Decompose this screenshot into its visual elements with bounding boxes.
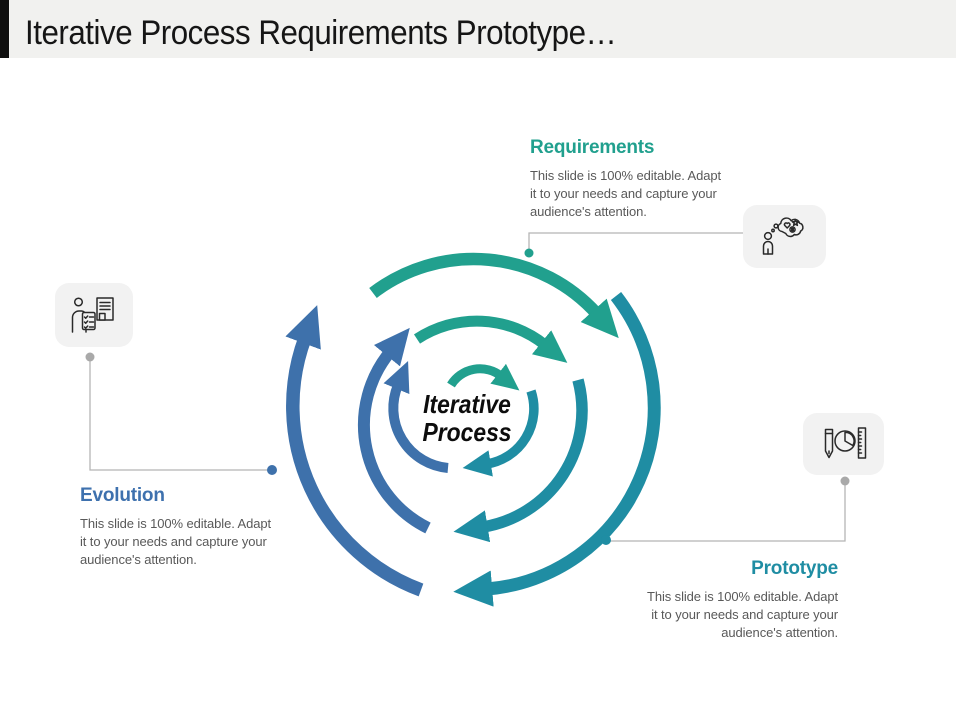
prototype-anchor-dot (601, 535, 611, 545)
person-thought-bubble-icon (762, 216, 804, 255)
person-checklist-document-icon (71, 297, 114, 333)
requirements-section: Requirements This slide is 100% editable… (530, 137, 760, 221)
evolution-section: Evolution This slide is 100% editable. A… (80, 485, 310, 569)
requirements-body: This slide is 100% editable. Adapt it to… (530, 168, 721, 219)
evolution-heading: Evolution (80, 485, 165, 506)
prototype-section: Prototype This slide is 100% editable. A… (598, 558, 838, 642)
evolution-icon-tile (55, 283, 133, 347)
evolution-icon-dot (85, 352, 95, 362)
requirements-heading: Requirements (530, 137, 655, 158)
spiral-arc-4-green (413, 315, 568, 363)
requirements-anchor-dot (524, 248, 534, 258)
center-label: Iterative Process (422, 389, 512, 447)
spiral-arc-1-green (447, 363, 520, 391)
prototype-body: This slide is 100% editable. Adapt it to… (647, 589, 838, 640)
spiral-arc-6-blue (357, 327, 431, 534)
connector-lines (89, 232, 846, 542)
requirements-icon-tile (743, 205, 826, 268)
title-accent-bar (0, 0, 9, 58)
spiral-arc-3-blue (383, 361, 449, 473)
spiral-arc-9-blue (285, 305, 424, 597)
pencil-piechart-ruler-icon (824, 427, 866, 459)
evolution-connector (89, 360, 268, 471)
prototype-icon-dot (840, 476, 850, 486)
prototype-icon-tile (803, 413, 884, 475)
spiral-arc-7-green (369, 252, 619, 339)
spiral-arc-8-teal (453, 292, 661, 607)
requirements-connector (528, 232, 743, 250)
prototype-connector (610, 484, 846, 542)
title-band (0, 0, 956, 58)
spiral-arc-5-teal (453, 378, 588, 543)
evolution-anchor-dot (267, 465, 277, 475)
spiral-arc-2-teal (462, 389, 539, 477)
slide-title: Iterative Process Requirements Prototype… (25, 14, 617, 52)
evolution-body: This slide is 100% editable. Adapt it to… (80, 516, 271, 567)
prototype-heading: Prototype (751, 558, 838, 579)
